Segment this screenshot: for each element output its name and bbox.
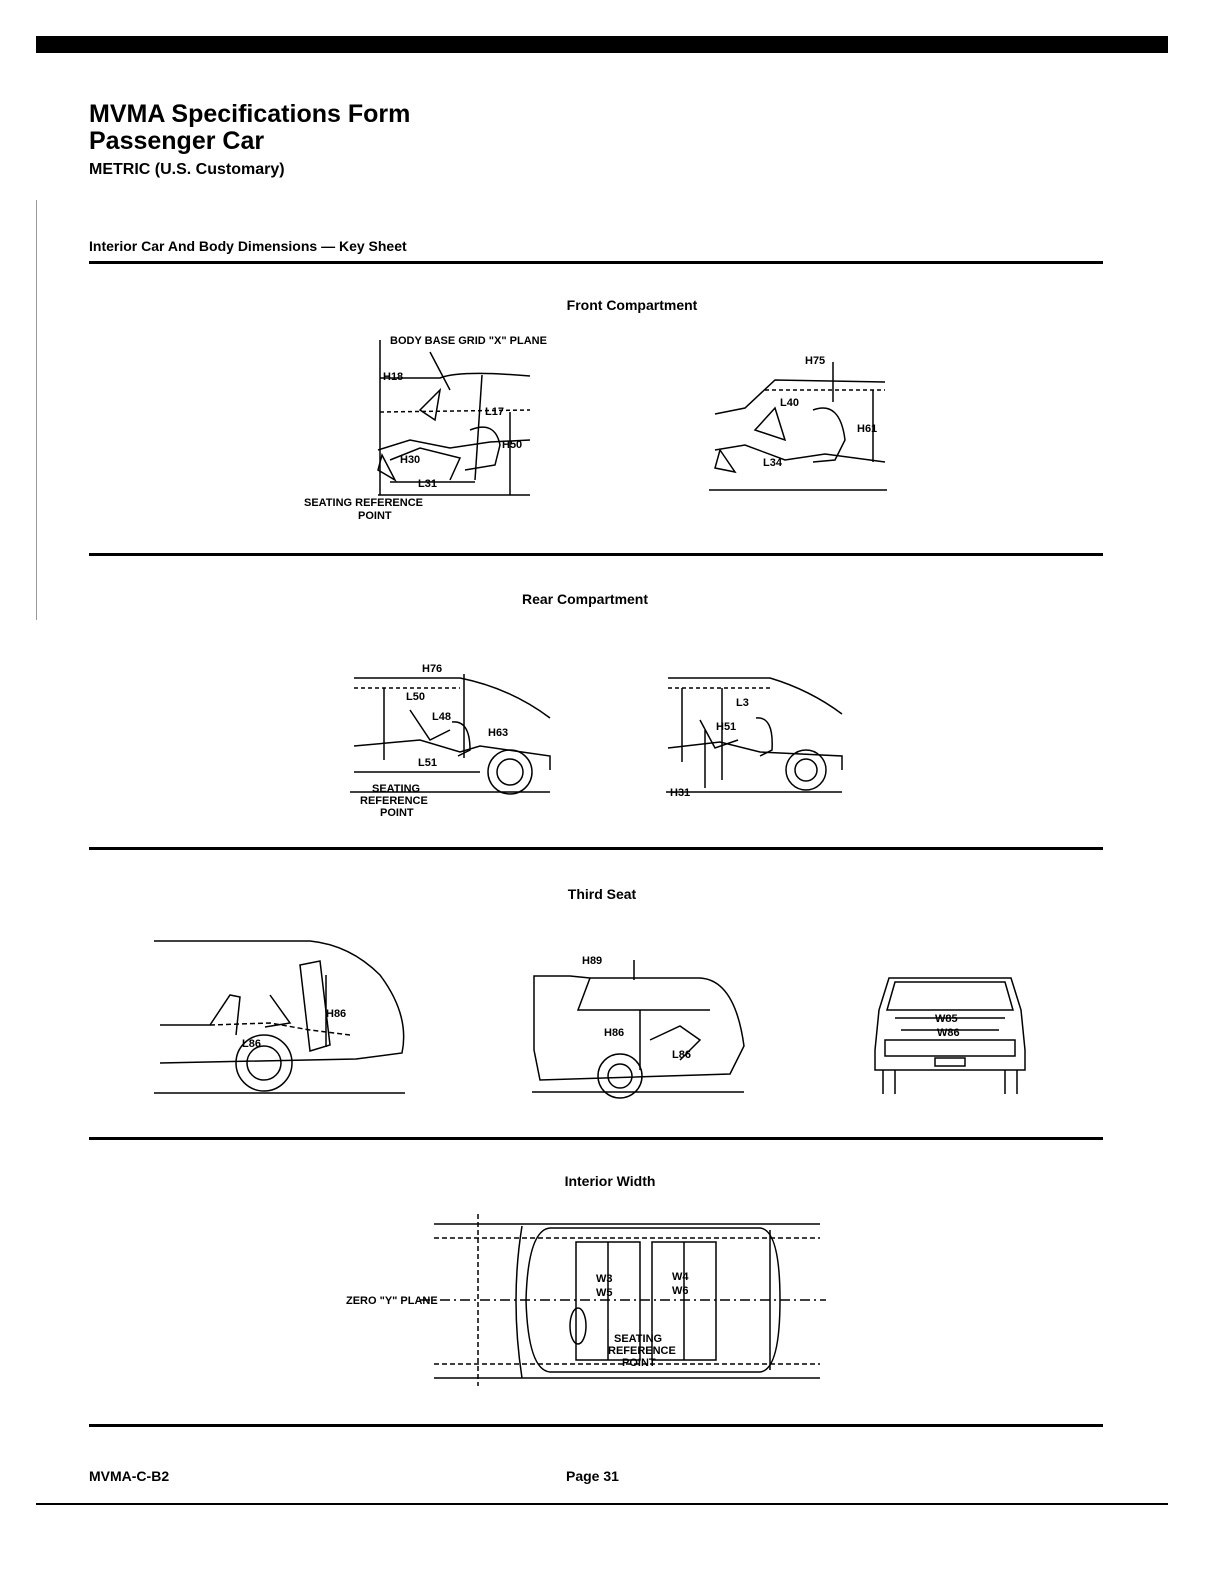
front-section-rule — [89, 553, 1103, 556]
section-rule — [89, 261, 1103, 264]
l86-label: L86 — [242, 1038, 261, 1050]
h75-label: H75 — [805, 355, 825, 367]
h51-label: H51 — [716, 721, 736, 733]
w6-label: W6 — [672, 1285, 689, 1297]
form-id: MVMA-C-B2 — [89, 1468, 170, 1484]
rear-compartment-heading: Rear Compartment — [521, 591, 649, 607]
width-section-rule — [89, 1424, 1103, 1427]
front-compartment-side-diagram: BODY BASE GRID "X" PLANE H18 L17 H50 H30… — [300, 330, 547, 530]
interior-width-heading: Interior Width — [564, 1173, 656, 1189]
third-seat-forward-facing-diagram: H89 H86 L86 — [530, 950, 750, 1100]
l17-label: L17 — [485, 406, 504, 418]
h89-label: H89 — [582, 955, 602, 967]
rear-compartment-head-diagram: L3 H51 H31 — [660, 670, 850, 800]
form-title: MVMA Specifications Form — [89, 100, 411, 128]
point-label: POINT — [380, 807, 414, 819]
interior-width-plan-diagram: ZERO "Y" PLANE W3 W5 W4 W6 SEATING REFER… — [340, 1210, 830, 1390]
width-seating-label: SEATING — [614, 1333, 662, 1345]
width-reference-label: REFERENCE — [608, 1345, 676, 1357]
seating-label: SEATING — [372, 783, 420, 795]
h63-label: H63 — [488, 727, 508, 739]
l51-label: L51 — [418, 757, 437, 769]
third-seat-heading: Third Seat — [567, 886, 637, 902]
h31-label: H31 — [670, 787, 690, 799]
zero-y-plane-label: ZERO "Y" PLANE — [346, 1295, 438, 1307]
rear-section-rule — [89, 847, 1103, 850]
l40-label: L40 — [780, 397, 799, 409]
third-seat-rear-view-diagram: W85 W86 — [865, 970, 1035, 1100]
h50-label: H50 — [502, 439, 522, 451]
l86-label-2: L86 — [672, 1049, 691, 1061]
w4-label: W4 — [672, 1271, 689, 1283]
third-seat-section-rule — [89, 1137, 1103, 1140]
l48-label: L48 — [432, 711, 451, 723]
reference-label: REFERENCE — [360, 795, 428, 807]
form-subtitle: Passenger Car — [89, 127, 265, 155]
h86-label: H86 — [326, 1008, 346, 1020]
l3-label: L3 — [736, 697, 749, 709]
front-compartment-head-diagram: H75 L40 H61 L34 — [705, 350, 895, 500]
top-black-bar — [36, 36, 1168, 53]
third-seat-rear-facing-diagram: H86 L86 — [150, 935, 410, 1105]
units-note: METRIC (U.S. Customary) — [89, 161, 285, 178]
grid-plane-label: BODY BASE GRID "X" PLANE — [390, 335, 547, 347]
width-point-label: POINT — [622, 1357, 656, 1369]
h76-label: H76 — [422, 663, 442, 675]
section-title: Interior Car And Body Dimensions — Key S… — [89, 238, 407, 254]
page-number: Page 31 — [566, 1468, 619, 1484]
seating-reference-point-label: POINT — [358, 510, 392, 522]
h61-label: H61 — [857, 423, 877, 435]
l31-label: L31 — [418, 478, 437, 490]
w3-label: W3 — [596, 1273, 613, 1285]
h18-label: H18 — [383, 371, 403, 383]
l50-label: L50 — [406, 691, 425, 703]
w86-label: W86 — [937, 1027, 960, 1039]
w5-label: W5 — [596, 1287, 613, 1299]
left-margin-mark — [36, 200, 37, 620]
front-compartment-heading: Front Compartment — [566, 297, 698, 313]
h30-label: H30 — [400, 454, 420, 466]
w85-label: W85 — [935, 1013, 958, 1025]
h86-label-2: H86 — [604, 1027, 624, 1039]
l34-label: L34 — [763, 457, 783, 469]
seating-reference-label: SEATING REFERENCE — [304, 497, 423, 509]
rear-compartment-side-diagram: H76 L50 L48 H63 L51 SEATING REFERENCE PO… — [340, 660, 560, 820]
bottom-rule — [36, 1503, 1168, 1505]
